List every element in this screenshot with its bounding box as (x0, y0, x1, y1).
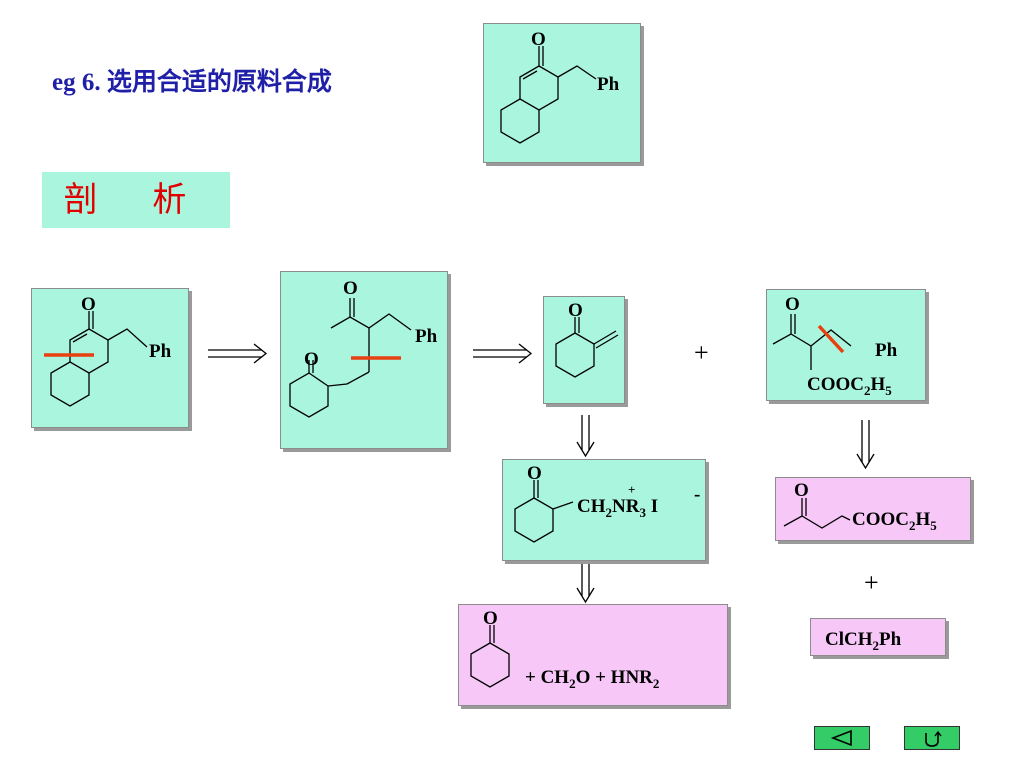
target-molecule-structure: O Ph (500, 29, 620, 144)
molecule-1-structure: O Ph (44, 294, 172, 407)
oxygen-label: O (304, 349, 319, 370)
return-button[interactable] (904, 726, 960, 750)
molecule-7-box: ClCH2Ph (810, 618, 946, 656)
plus-sign: + (864, 568, 879, 597)
phenyl-label: Ph (597, 74, 620, 95)
molecule-7-structure: ClCH2Ph (825, 629, 902, 653)
phenyl-label: Ph (875, 340, 898, 361)
molecule-3-box: O (543, 296, 625, 404)
phenyl-label: Ph (149, 341, 172, 362)
molecule-1-box: O Ph (31, 288, 189, 428)
double-arrow-2 (473, 343, 533, 364)
oxygen-label: O (568, 300, 583, 321)
molecule-4-structure: O Ph COOC2H5 (772, 294, 898, 398)
benzyl-chloride-label: ClCH2Ph (825, 629, 902, 653)
molecule-8-structure: O + CH2O + HNR2 (470, 608, 659, 691)
u-turn-icon (925, 730, 942, 747)
reagents-label: + CH2O + HNR2 (525, 667, 659, 691)
oxygen-label: O (794, 480, 809, 501)
oxygen-label: O (343, 278, 358, 299)
oxygen-label: O (527, 463, 542, 484)
negative-charge: - (694, 484, 700, 505)
positive-charge: + (628, 482, 635, 497)
plus-sign: + (694, 338, 709, 367)
molecule-2-box: O Ph O (280, 271, 448, 449)
back-button[interactable] (814, 726, 870, 750)
oxygen-label: O (81, 294, 96, 315)
oxygen-label: O (531, 29, 546, 50)
molecule-5-box: O CH2NR3 I + - (502, 459, 706, 561)
down-arrow-1 (576, 415, 595, 458)
double-arrow-1 (208, 343, 268, 364)
molecule-6-box: O COOC2H5 (775, 477, 971, 541)
phenyl-label: Ph (415, 326, 438, 347)
analysis-label: 剖 析 (42, 172, 230, 228)
ester-label: COOC2H5 (852, 509, 937, 533)
molecule-6-structure: O COOC2H5 (783, 480, 937, 533)
page-title: eg 6. 选用合适的原料合成 (52, 69, 332, 96)
molecule-5-structure: O CH2NR3 I + - (514, 463, 700, 543)
target-molecule-box: O Ph (483, 23, 641, 163)
molecule-3-structure: O (555, 300, 619, 378)
oxygen-label: O (483, 608, 498, 629)
oxygen-label: O (785, 294, 800, 315)
triangle-left-icon (830, 729, 852, 747)
down-arrow-2 (856, 420, 875, 470)
ammonium-label: CH2NR3 I (577, 496, 658, 520)
molecule-2-structure: O Ph O (289, 278, 438, 418)
down-arrow-3 (576, 562, 595, 604)
molecule-8-box: O + CH2O + HNR2 (458, 604, 728, 706)
ester-label: COOC2H5 (807, 374, 892, 398)
molecule-4-box: O Ph COOC2H5 (766, 289, 926, 401)
